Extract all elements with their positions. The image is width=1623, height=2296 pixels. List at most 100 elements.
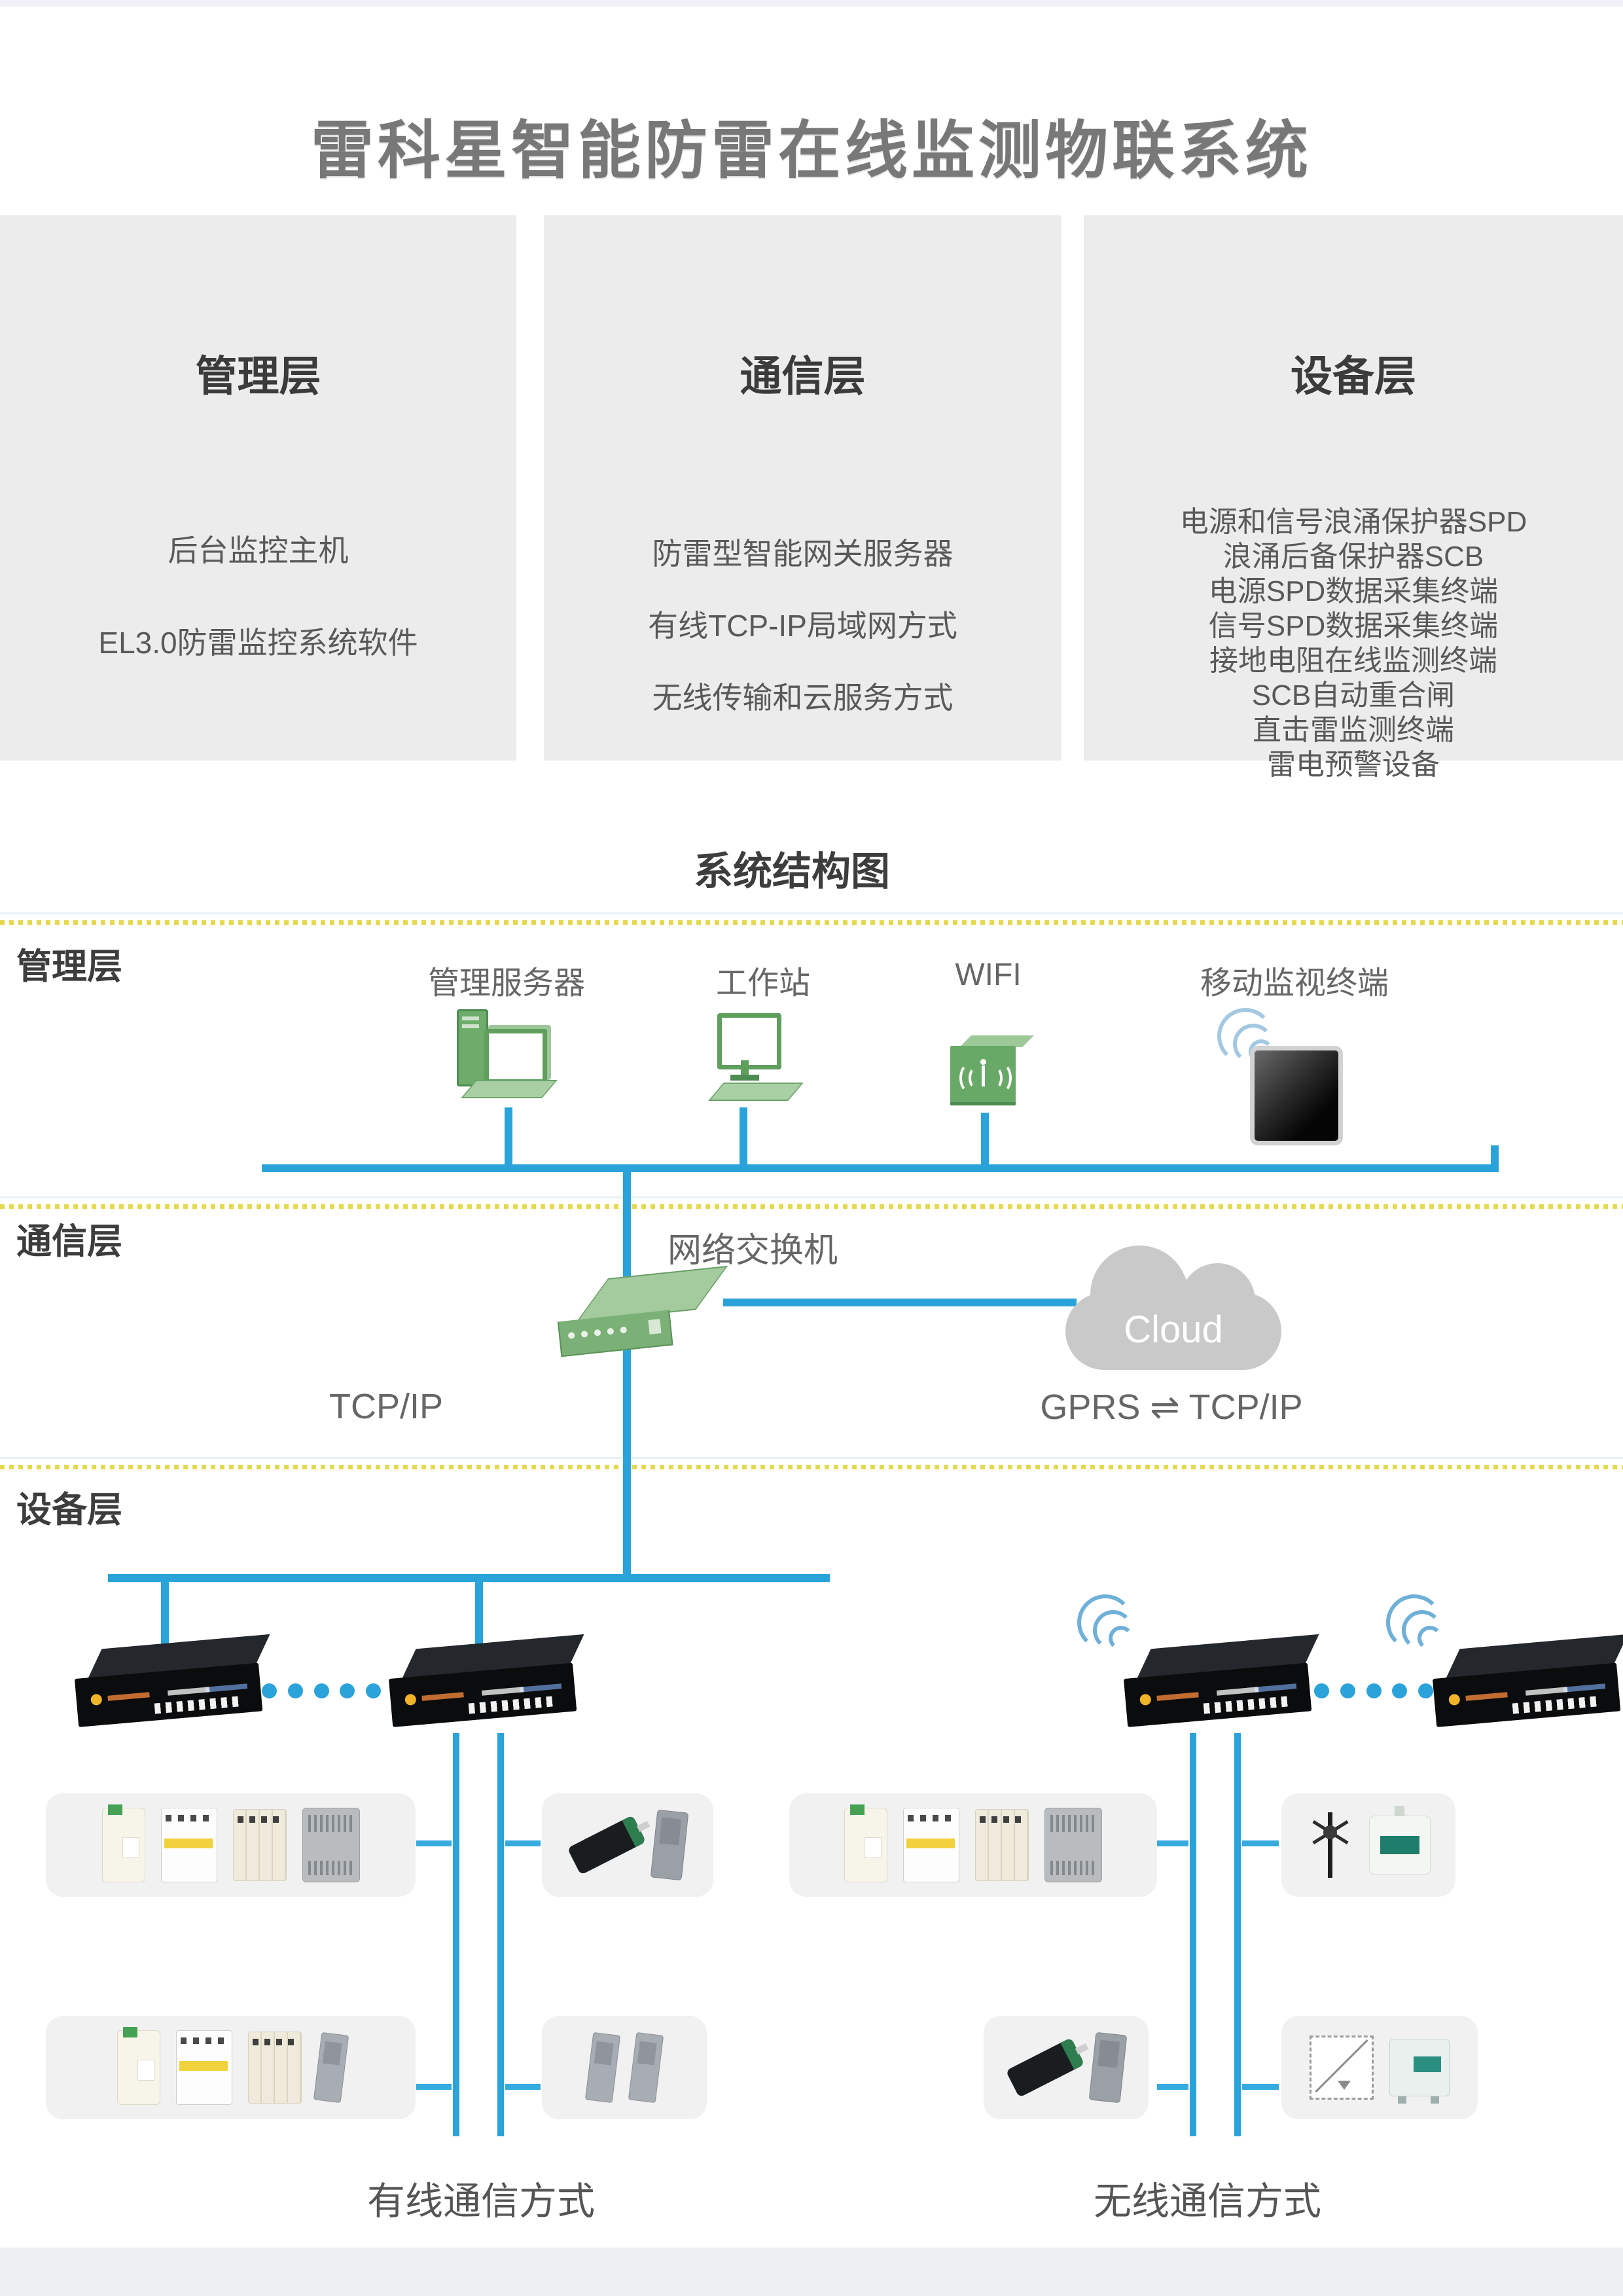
antenna-arc bbox=[992, 1063, 1012, 1093]
label-management-server: 管理服务器 bbox=[427, 966, 586, 1001]
drop-line bbox=[453, 1733, 459, 2136]
scb-breaker-icon bbox=[903, 1808, 959, 1882]
signal-spd-icon bbox=[1005, 2037, 1085, 2098]
tcpip-text: TCP/IP bbox=[1188, 1388, 1303, 1427]
diagram-heading: 系统结构图 bbox=[694, 850, 890, 893]
data-collector-icon bbox=[1121, 1634, 1323, 1731]
data-collector-icon bbox=[386, 1634, 588, 1731]
card-title: 通信层 bbox=[740, 353, 866, 400]
wireless-mode-label: 无线通信方式 bbox=[1093, 2180, 1321, 2223]
connection-line bbox=[475, 1582, 483, 1650]
separator-soft-line bbox=[0, 1457, 1623, 1459]
device-group-wired-row1-right bbox=[542, 1793, 713, 1897]
connection-line bbox=[740, 1107, 747, 1166]
gprs-text: GPRS bbox=[1040, 1388, 1141, 1427]
layer-label-device: 设备层 bbox=[16, 1490, 122, 1530]
card-line: EL3.0防雷监控系统软件 bbox=[98, 626, 418, 660]
switch-to-cloud-line bbox=[723, 1299, 1077, 1306]
din-module-icon bbox=[650, 1809, 689, 1881]
management-bus-line bbox=[262, 1164, 1499, 1172]
mobile-terminal-icon bbox=[1250, 1046, 1343, 1145]
din-module-icon bbox=[313, 2032, 349, 2104]
device-group-wireless-row1 bbox=[789, 1793, 1157, 1897]
separator-soft-line bbox=[0, 1196, 1623, 1198]
wifi-signal-icon bbox=[1383, 1592, 1442, 1651]
separator-soft-line bbox=[0, 912, 1623, 914]
network-switch-icon bbox=[554, 1265, 728, 1369]
device-group-wired-row2 bbox=[46, 2016, 416, 2119]
card-line: 直击雷监测终端 bbox=[1253, 714, 1454, 746]
connector-dash bbox=[505, 1840, 541, 1846]
ground-resistance-icon bbox=[1310, 2036, 1374, 2100]
label-workstation: 工作站 bbox=[715, 966, 811, 1001]
acquisition-terminal-icon bbox=[302, 1808, 360, 1882]
card-line: 信号SPD数据采集终端 bbox=[1208, 610, 1499, 642]
cloud-shape bbox=[1065, 1246, 1281, 1370]
power-spd-icon bbox=[101, 1804, 145, 1882]
drop-line bbox=[1190, 1733, 1196, 2136]
card-line: SCB自动重合闸 bbox=[1251, 679, 1455, 711]
ellipsis-dots bbox=[1314, 1683, 1433, 1698]
label-wifi: WIFI bbox=[955, 958, 1022, 992]
switch-front-face bbox=[557, 1310, 673, 1357]
antenna-bar bbox=[982, 1066, 985, 1086]
card-lines: 防雷型智能网关服务器有线TCP-IP局域网方式无线传输和云服务方式 bbox=[544, 518, 1061, 734]
data-collector-icon bbox=[1430, 1634, 1623, 1731]
power-spd-icon bbox=[116, 2027, 160, 2105]
card-line: 后台监控主机 bbox=[168, 533, 349, 567]
layer-separator-dotted-line bbox=[0, 920, 1623, 925]
layer-label-management: 管理层 bbox=[16, 947, 122, 986]
exchange-arrows-icon: ⇌ bbox=[1150, 1386, 1180, 1427]
drop-line bbox=[497, 1733, 504, 2136]
connection-line bbox=[505, 1107, 512, 1166]
gprs-tcpip-label: GPRS ⇌ TCP/IP bbox=[975, 1386, 1368, 1427]
connector-dash bbox=[1157, 2084, 1188, 2090]
switch-trunk-line bbox=[623, 1164, 631, 1578]
layer-separator-dotted-line bbox=[0, 1204, 1623, 1209]
card-line: 电源和信号浪涌保护器SPD bbox=[1179, 506, 1527, 538]
wifi-access-point-icon bbox=[950, 1035, 1034, 1107]
connector-dash bbox=[1242, 2084, 1279, 2090]
server-base bbox=[461, 1080, 558, 1098]
card-lines: 后台监控主机 EL3.0防雷监控系统软件 bbox=[0, 505, 516, 689]
lightning-rod-icon bbox=[1306, 1808, 1353, 1882]
ellipsis-dots bbox=[262, 1683, 381, 1698]
connection-line bbox=[981, 1113, 989, 1166]
connector-dash bbox=[416, 2084, 452, 2090]
cloud-label: Cloud bbox=[1124, 1308, 1223, 1351]
surge-protector-icon bbox=[975, 1809, 1029, 1881]
device-bus-line bbox=[108, 1574, 830, 1582]
din-module-icon bbox=[584, 2032, 621, 2104]
device-group-wired-row2-right bbox=[542, 2016, 707, 2119]
connector-dash bbox=[416, 1840, 452, 1846]
switch-label: 网络交换机 bbox=[668, 1232, 838, 1270]
connection-line bbox=[1491, 1145, 1499, 1166]
surge-protector-icon bbox=[232, 1809, 287, 1881]
wired-mode-label: 有线通信方式 bbox=[366, 2180, 595, 2223]
card-line: 接地电阻在线监测终端 bbox=[1209, 645, 1497, 677]
connector-dash bbox=[1157, 1840, 1188, 1846]
data-collector-icon bbox=[72, 1634, 274, 1731]
workstation-foot bbox=[730, 1075, 759, 1081]
workstation-base bbox=[708, 1083, 804, 1101]
connector-dash bbox=[1242, 1840, 1279, 1846]
surge-protector-icon bbox=[247, 2032, 302, 2104]
connector-dash bbox=[505, 2084, 541, 2090]
bottom-band bbox=[0, 2248, 1623, 2296]
switch-port-square bbox=[648, 1319, 662, 1335]
card-line: 有线TCP-IP局域网方式 bbox=[648, 609, 957, 643]
tcpip-label: TCP/IP bbox=[329, 1387, 444, 1426]
device-group-wireless-row1-right bbox=[1281, 1793, 1455, 1897]
workstation-monitor bbox=[717, 1013, 781, 1069]
workstation-stand bbox=[741, 1060, 749, 1076]
top-strip bbox=[0, 0, 1623, 7]
card-title: 设备层 bbox=[1291, 353, 1416, 400]
din-module-icon bbox=[628, 2032, 664, 2104]
card-line: 电源SPD数据采集终端 bbox=[1208, 575, 1499, 607]
card-line: 雷电预警设备 bbox=[1267, 749, 1440, 781]
device-group-wireless-row2-right bbox=[1281, 2016, 1478, 2119]
cloud-icon: Cloud bbox=[1065, 1236, 1281, 1370]
monitor-box-icon bbox=[1389, 2039, 1450, 2104]
layer-label-communication: 通信层 bbox=[16, 1222, 122, 1261]
